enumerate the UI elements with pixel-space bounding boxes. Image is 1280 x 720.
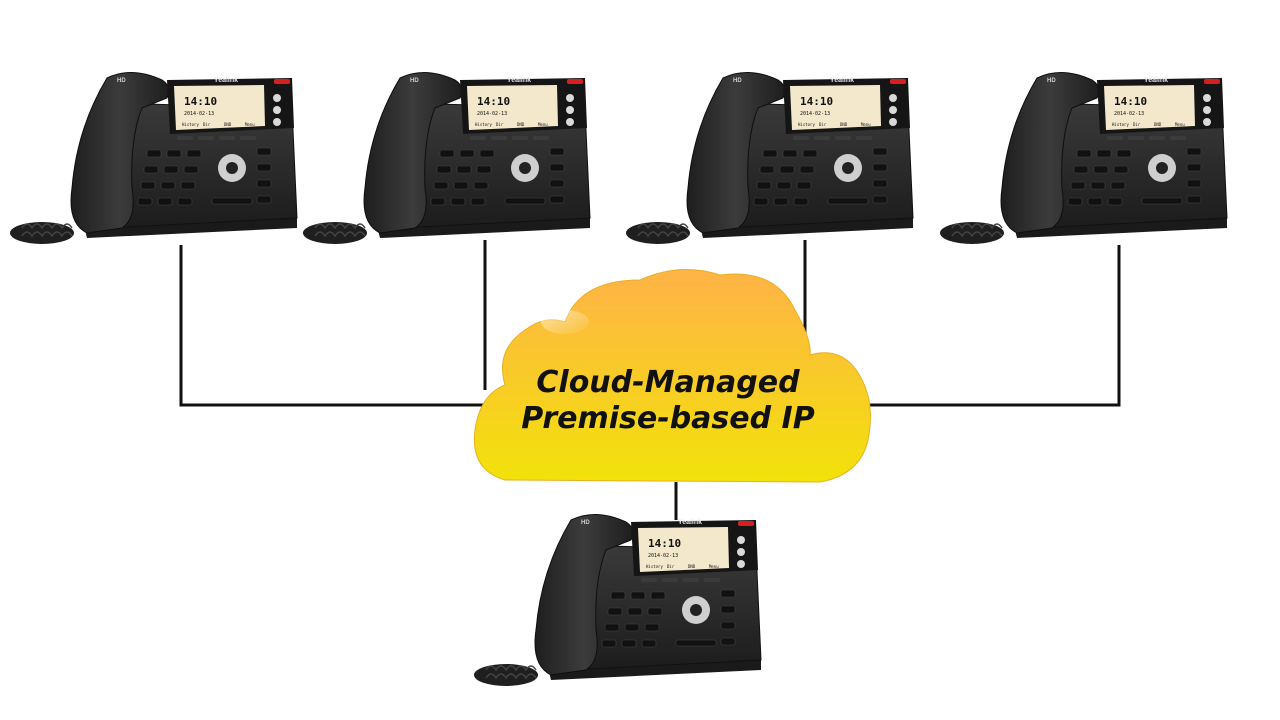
hd-badge: HD xyxy=(581,520,590,526)
softkey-label: History xyxy=(182,122,199,127)
hd-badge: HD xyxy=(1047,78,1056,84)
softkey-label: Menu xyxy=(709,564,719,569)
softkey-label: Menu xyxy=(1175,122,1185,127)
ip-phone-icon xyxy=(626,72,913,244)
screen-date: 2014-02-13 xyxy=(648,553,678,559)
brand-label: Yealink xyxy=(678,519,702,526)
connection-line-phone-1 xyxy=(181,245,488,405)
screen-time: 14:10 xyxy=(477,95,510,108)
softkey-label: History xyxy=(1112,122,1129,127)
softkey-label: History xyxy=(475,122,492,127)
cloud-label-line2: Premise-based IP xyxy=(521,401,814,436)
softkey-label: DND xyxy=(224,122,232,127)
softkey-label: Dir xyxy=(1133,122,1141,127)
softkey-label: Dir xyxy=(819,122,827,127)
screen-time: 14:10 xyxy=(648,537,681,550)
softkey-label: Menu xyxy=(861,122,871,127)
softkey-label: Dir xyxy=(667,564,675,569)
screen-time: 14:10 xyxy=(184,95,217,108)
screen-time: 14:10 xyxy=(800,95,833,108)
ip-phone-icon xyxy=(303,72,590,244)
brand-label: Yealink xyxy=(1144,77,1168,84)
hd-badge: HD xyxy=(733,78,742,84)
softkey-label: DND xyxy=(688,564,696,569)
softkey-label: History xyxy=(798,122,815,127)
ip-phone-icon xyxy=(940,72,1227,244)
softkey-label: Dir xyxy=(203,122,211,127)
softkey-label: DND xyxy=(840,122,848,127)
softkey-label: DND xyxy=(517,122,525,127)
ip-phone-icon xyxy=(474,514,761,686)
hd-badge: HD xyxy=(410,78,419,84)
cloud-label-line1: Cloud-Managed xyxy=(536,365,800,400)
softkey-label: Menu xyxy=(538,122,548,127)
softkey-label: Menu xyxy=(245,122,255,127)
connection-line-phone-4 xyxy=(855,245,1119,405)
softkey-label: History xyxy=(646,564,663,569)
hd-badge: HD xyxy=(117,78,126,84)
cloud-highlight xyxy=(541,310,589,334)
softkey-label: DND xyxy=(1154,122,1162,127)
screen-time: 14:10 xyxy=(1114,95,1147,108)
brand-label: Yealink xyxy=(507,77,531,84)
brand-label: Yealink xyxy=(214,77,238,84)
brand-label: Yealink xyxy=(830,77,854,84)
cloud-shape: Cloud-Managed Premise-based IP xyxy=(474,270,870,482)
softkey-label: Dir xyxy=(496,122,504,127)
ip-phone-icon xyxy=(10,72,297,244)
screen-date: 2014-02-13 xyxy=(477,111,507,117)
screen-date: 2014-02-13 xyxy=(1114,111,1144,117)
screen-date: 2014-02-13 xyxy=(800,111,830,117)
screen-date: 2014-02-13 xyxy=(184,111,214,117)
